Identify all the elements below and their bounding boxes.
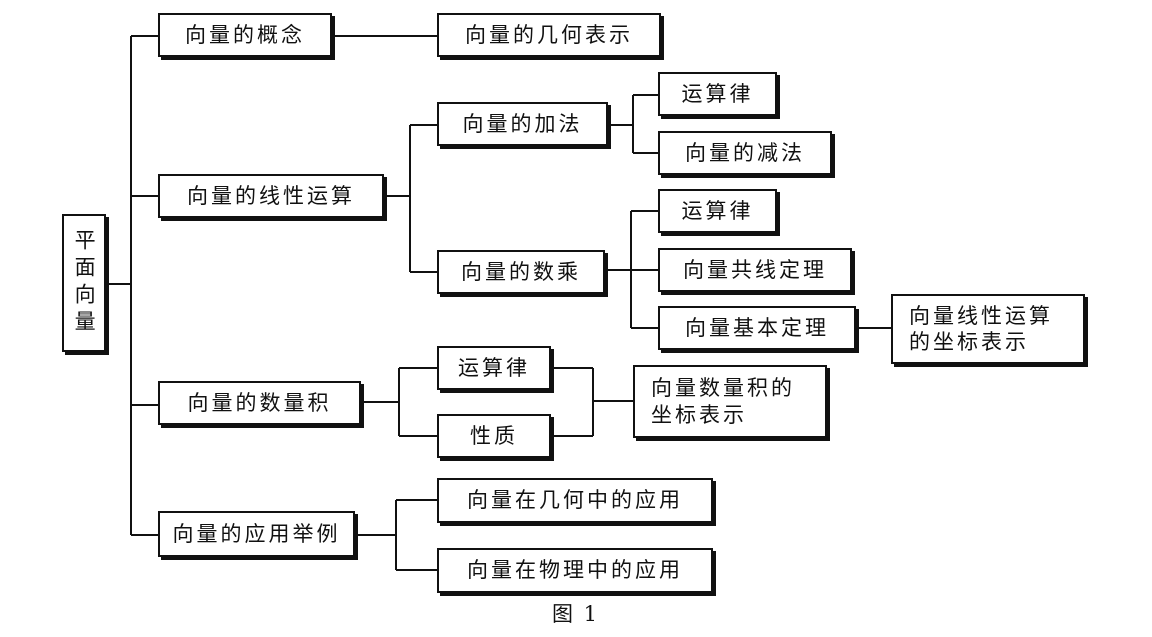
- node-dot-properties: 性质: [437, 414, 551, 458]
- node-dot-laws: 运算律: [437, 346, 551, 390]
- node-dot-product: 向量的数量积: [158, 381, 361, 425]
- node-subtraction: 向量的减法: [658, 131, 832, 175]
- node-linear-coord-representation: 向量线性运算的坐标表示: [891, 294, 1085, 364]
- node-add-laws: 运算律: [658, 72, 777, 116]
- node-collinear-theorem: 向量共线定理: [658, 248, 852, 292]
- node-applications: 向量的应用举例: [158, 511, 355, 557]
- figure-caption: 图 1: [552, 602, 600, 626]
- node-scalar-laws: 运算律: [658, 189, 777, 233]
- node-addition: 向量的加法: [437, 102, 608, 146]
- node-geometry-application: 向量在几何中的应用: [437, 478, 713, 523]
- node-geometric-representation: 向量的几何表示: [437, 13, 661, 57]
- node-linear-ops: 向量的线性运算: [158, 174, 384, 218]
- node-concept: 向量的概念: [158, 13, 332, 57]
- node-scalar-multiplication: 向量的数乘: [437, 250, 605, 294]
- node-physics-application: 向量在物理中的应用: [437, 548, 713, 593]
- node-dot-coord-representation: 向量数量积的坐标表示: [633, 365, 827, 438]
- node-basic-theorem: 向量基本定理: [658, 306, 856, 350]
- node-root: 平面向量: [62, 214, 106, 352]
